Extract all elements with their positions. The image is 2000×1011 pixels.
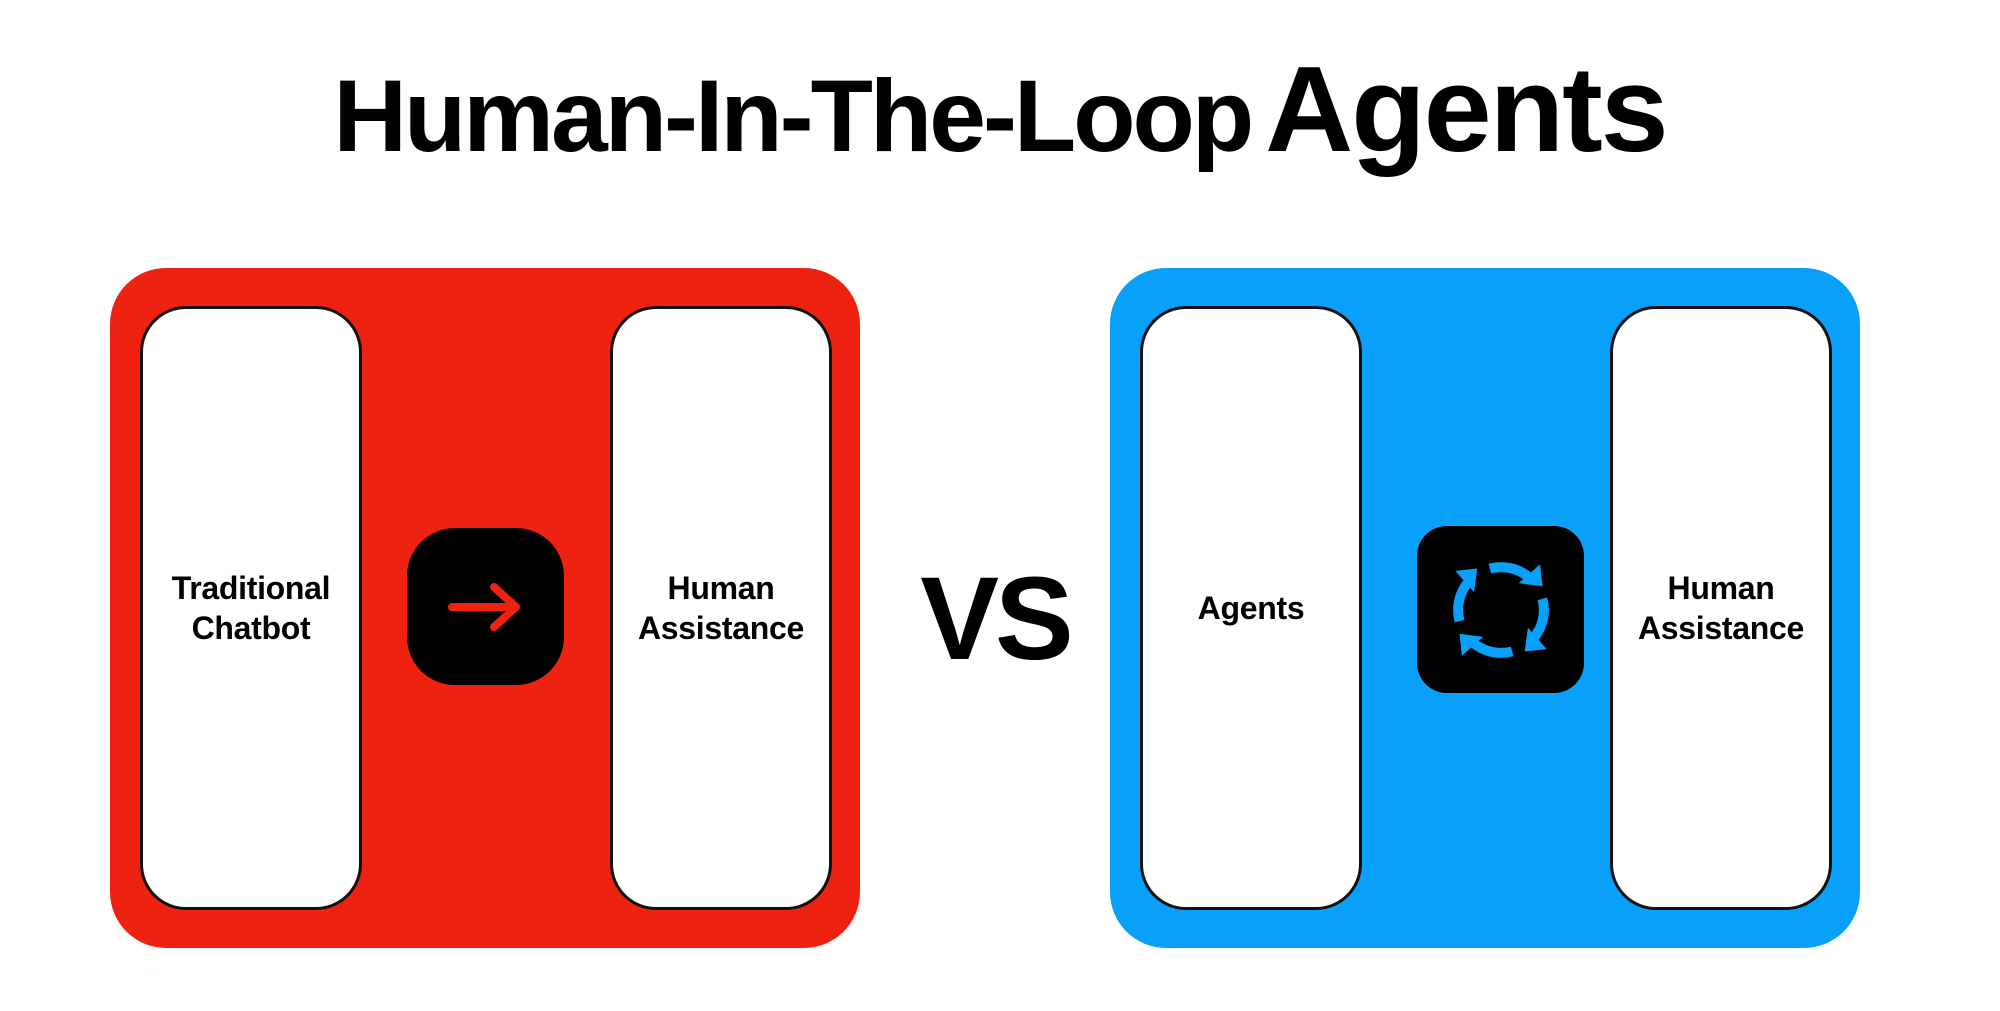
traditional-chatbot-box: Traditional Chatbot <box>140 306 362 910</box>
title-human-in-the-loop: Human-In-The-Loop <box>333 59 1254 173</box>
agents-label: Agents <box>1197 590 1305 626</box>
human-assistance-label: Human Assistance <box>1638 570 1804 646</box>
agent-flow-panel: Agents Human Assistance <box>1110 268 1860 948</box>
human-assistance-box: Human Assistance <box>610 306 832 910</box>
right-arrow-icon <box>407 528 564 685</box>
vs-label: VS <box>920 553 1073 685</box>
traditional-flow-panel: Traditional Chatbot Human Assistance <box>110 268 860 948</box>
traditional-chatbot-label: Traditional Chatbot <box>171 570 331 646</box>
agents-box: Agents <box>1140 306 1362 910</box>
human-assistance-label: Human Assistance <box>638 570 804 646</box>
title-agents: Agents <box>1265 41 1668 177</box>
cycle-arrows-icon <box>1417 526 1584 693</box>
human-assistance-box: Human Assistance <box>1610 306 1832 910</box>
